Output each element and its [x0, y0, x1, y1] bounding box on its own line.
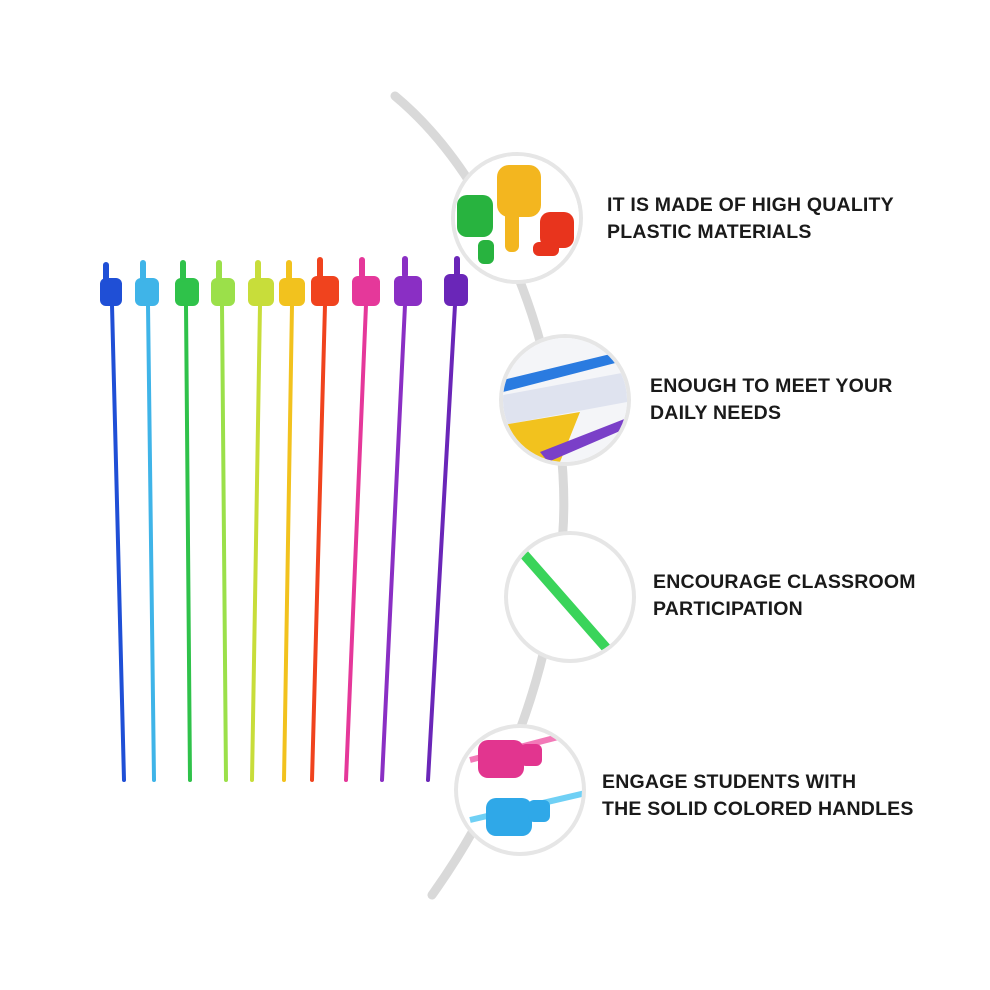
feature-line: IT IS MADE OF HIGH QUALITY [607, 194, 894, 216]
detail-circle-sticks [499, 334, 631, 466]
detail-circle-hands [451, 152, 583, 284]
feature-text-quality: IT IS MADE OF HIGH QUALITY PLASTIC MATER… [607, 192, 894, 246]
feature-line: ENOUGH TO MEET YOUR [650, 375, 893, 397]
pointer-stick-lime [211, 260, 235, 782]
pointer-stick-light-blue [135, 260, 159, 782]
feature-text-participation: ENCOURAGE CLASSROOM PARTICIPATION [653, 569, 916, 623]
feature-line: ENGAGE STUDENTS WITH [602, 771, 857, 793]
pointer-stick-yellow-green [248, 260, 274, 782]
feature-line: THE SOLID COLORED HANDLES [602, 798, 914, 820]
detail-circle-handles [454, 724, 586, 856]
pointer-stick-yellow [279, 260, 305, 782]
pointer-stick-pink [344, 257, 380, 782]
pointer-stick-green [175, 260, 199, 782]
pointer-stick-blue [100, 262, 126, 782]
feature-line: PARTICIPATION [653, 598, 803, 620]
detail-circle-green-stick [504, 531, 636, 663]
pointer-stick-purple [380, 256, 422, 782]
feature-line: ENCOURAGE CLASSROOM [653, 571, 916, 593]
feature-text-daily-needs: ENOUGH TO MEET YOUR DAILY NEEDS [650, 373, 893, 427]
feature-line: DAILY NEEDS [650, 402, 782, 424]
feature-text-handles: ENGAGE STUDENTS WITH THE SOLID COLORED H… [602, 769, 914, 823]
pointer-sticks [100, 256, 468, 782]
pointer-stick-violet [426, 256, 468, 782]
pointer-stick-red [310, 257, 339, 782]
feature-line: PLASTIC MATERIALS [607, 221, 812, 243]
